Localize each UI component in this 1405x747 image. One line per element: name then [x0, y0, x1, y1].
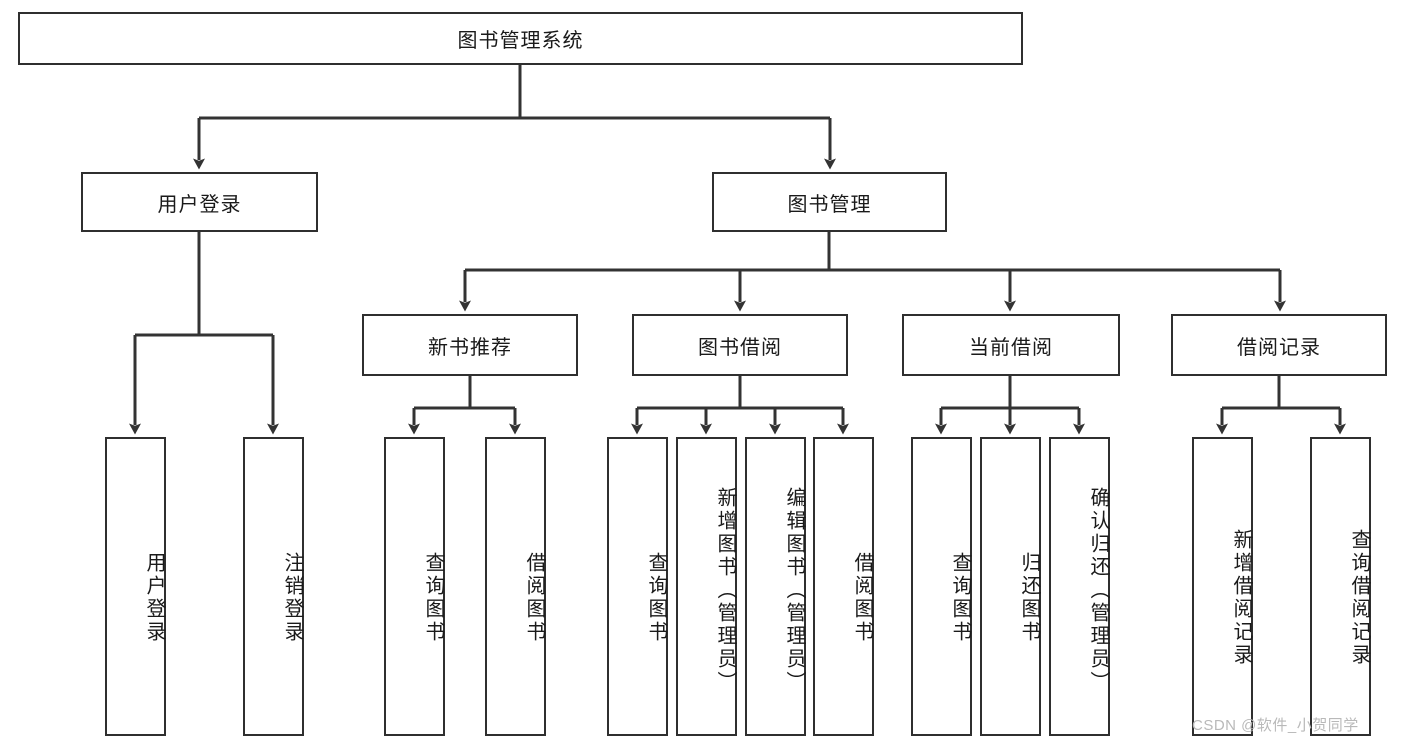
leaf-logout-label: 注销登录: [281, 551, 303, 644]
leaf-return-book-label: 归还图书: [1018, 551, 1040, 644]
leaf-user-login[interactable]: 用户登录: [105, 437, 166, 736]
leaf-query-book-current[interactable]: 查询图书: [911, 437, 972, 736]
leaf-borrow-book-recommend-label: 借阅图书: [523, 551, 545, 644]
node-book-borrow[interactable]: 图书借阅: [632, 314, 848, 376]
leaf-query-book-borrow[interactable]: 查询图书: [607, 437, 668, 736]
leaf-logout[interactable]: 注销登录: [243, 437, 304, 736]
leaf-confirm-return-admin-label: 确认归还（管理员）: [1087, 487, 1109, 694]
node-borrow-record-label: 借阅记录: [1237, 336, 1321, 359]
node-root[interactable]: 图书管理系统: [18, 12, 1023, 65]
node-new-book-recommend-label: 新书推荐: [428, 336, 512, 359]
node-book-management[interactable]: 图书管理: [712, 172, 947, 232]
leaf-return-book[interactable]: 归还图书: [980, 437, 1041, 736]
node-root-label: 图书管理系统: [457, 30, 584, 52]
leaf-confirm-return-admin[interactable]: 确认归还（管理员）: [1049, 437, 1110, 736]
leaf-add-book-admin-label: 新增图书（管理员）: [714, 487, 736, 694]
node-book-borrow-label: 图书借阅: [698, 336, 782, 359]
leaf-query-borrow-record[interactable]: 查询借阅记录: [1310, 437, 1371, 736]
leaf-add-borrow-record-label: 新增借阅记录: [1230, 528, 1252, 667]
leaf-query-borrow-record-label: 查询借阅记录: [1348, 528, 1370, 667]
node-borrow-record[interactable]: 借阅记录: [1171, 314, 1387, 376]
leaf-query-book-recommend[interactable]: 查询图书: [384, 437, 445, 736]
leaf-add-book-admin[interactable]: 新增图书（管理员）: [676, 437, 737, 736]
node-current-borrow-label: 当前借阅: [969, 336, 1053, 359]
node-user-login[interactable]: 用户登录: [81, 172, 318, 232]
leaf-user-login-label: 用户登录: [143, 551, 165, 644]
leaf-edit-book-admin-label: 编辑图书（管理员）: [783, 487, 805, 694]
node-new-book-recommend[interactable]: 新书推荐: [362, 314, 578, 376]
node-book-management-label: 图书管理: [787, 193, 872, 216]
node-user-login-label: 用户登录: [157, 193, 242, 216]
node-current-borrow[interactable]: 当前借阅: [902, 314, 1120, 376]
leaf-query-book-current-label: 查询图书: [949, 551, 971, 644]
leaf-query-book-recommend-label: 查询图书: [422, 551, 444, 644]
leaf-borrow-book[interactable]: 借阅图书: [813, 437, 874, 736]
leaf-add-borrow-record[interactable]: 新增借阅记录: [1192, 437, 1253, 736]
leaf-edit-book-admin[interactable]: 编辑图书（管理员）: [745, 437, 806, 736]
leaf-borrow-book-label: 借阅图书: [851, 551, 873, 644]
leaf-borrow-book-recommend[interactable]: 借阅图书: [485, 437, 546, 736]
leaf-query-book-borrow-label: 查询图书: [645, 551, 667, 644]
